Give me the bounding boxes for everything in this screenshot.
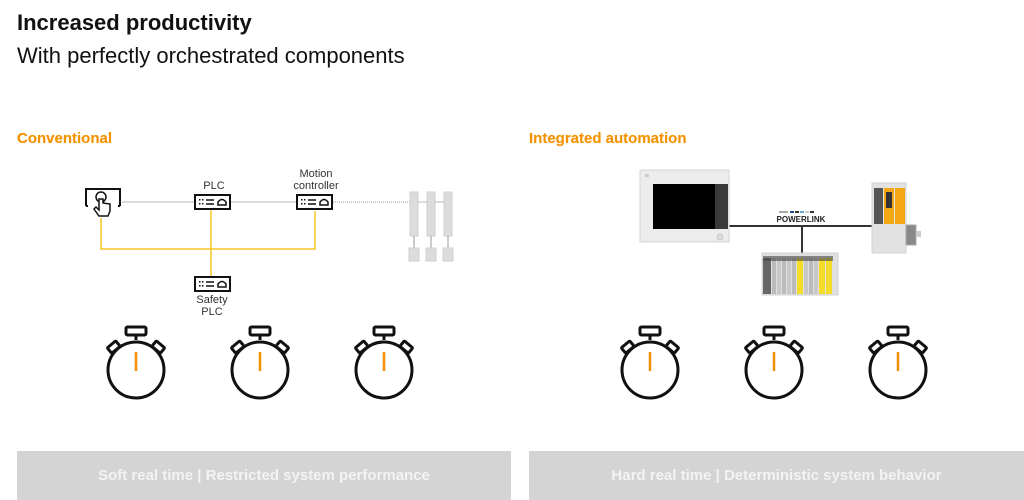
integrated-heading: Integrated automation: [529, 130, 687, 147]
conventional-stopwatch-icon: [228, 324, 292, 400]
conventional-heading: Conventional: [17, 130, 113, 147]
powerlink-logo: [779, 211, 814, 213]
hmi-touch-icon: [85, 188, 121, 217]
page-title: Increased productivity: [17, 10, 252, 35]
page-subtitle: With perfectly orchestrated components: [17, 43, 405, 68]
plc-device-icon: [194, 194, 231, 210]
integrated-stopwatch-icon: [866, 324, 930, 400]
powerlink-label: POWERLINK: [776, 215, 826, 224]
safety-plc-label-line2: PLC: [201, 306, 223, 318]
conventional-stopwatch-icon: [104, 324, 168, 400]
drive-system-image: [871, 182, 921, 254]
plc-label: PLC: [203, 180, 225, 192]
hmi-panel-image: [639, 169, 730, 243]
motion-controller-icon: [296, 194, 333, 210]
conventional-footer-bar: Soft real time | Restricted system perfo…: [17, 451, 511, 500]
servo-drives-icon: [408, 191, 454, 262]
conventional-stopwatch-icon: [352, 324, 416, 400]
integrated-stopwatch-icon: [618, 324, 682, 400]
safety-plc-icon: [194, 276, 231, 292]
integrated-footer-bar: Hard real time | Deterministic system be…: [529, 451, 1024, 500]
motion-controller-label-line1: Motion: [299, 168, 333, 180]
integrated-stopwatch-icon: [742, 324, 806, 400]
safety-plc-label-line1: Safety: [196, 294, 228, 306]
safety-bus-line: [100, 211, 316, 250]
io-modules-image: [761, 252, 839, 296]
motion-controller-label-line2: controller: [293, 180, 339, 192]
